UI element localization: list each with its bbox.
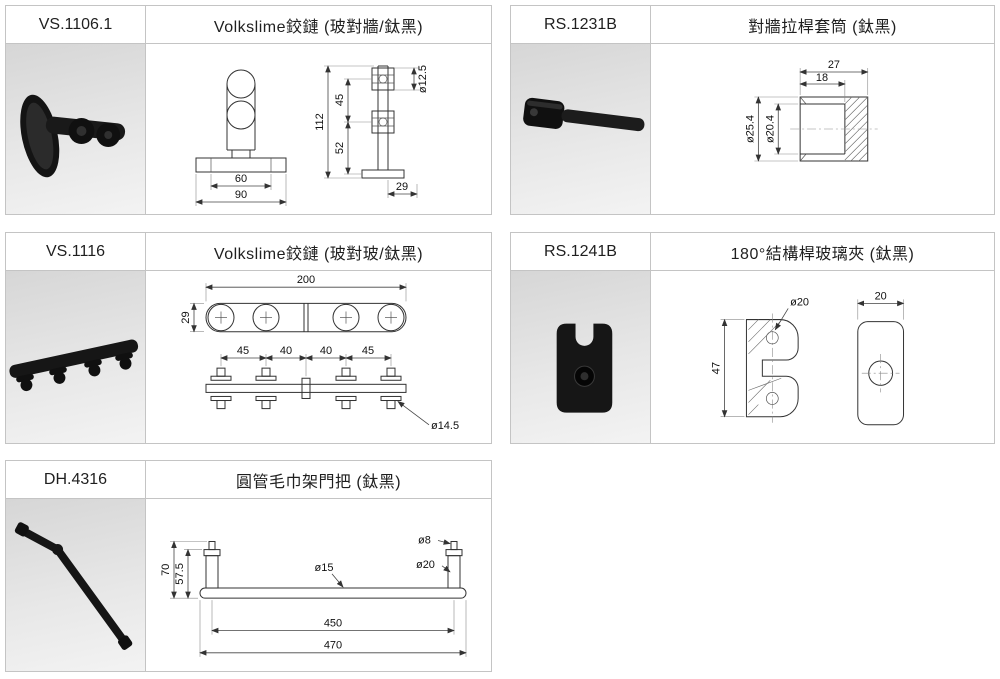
panel-header: VS.1106.1 Volkslime鉸鏈 (玻對牆/鈦黑) [6,6,491,44]
hinge-bar-photo-art [9,339,139,392]
dim-label: 60 [235,173,247,185]
dim-label: 45 [237,345,249,357]
panel-body: 47 ø20 20 [511,271,994,443]
technical-drawing: 47 ø20 20 [651,271,994,443]
side-view: 112 45 52 ø12.5 29 [314,65,429,198]
product-photo [6,499,146,671]
dim-label: 57.5 [174,563,186,585]
dim-label: ø14.5 [431,420,459,432]
side-elevation: 45 40 40 45 ø14.5 [205,345,459,432]
drawing-vs1116: 200 29 [180,274,459,432]
technical-drawing: 70 57.5 ø15 ø8 ø20 450 [146,499,491,671]
dim-label: ø8 [418,534,431,546]
panel-body: 200 29 [6,271,491,443]
dim-label: ø12.5 [417,65,429,93]
product-title: 圓管毛巾架門把 (鈦黑) [235,473,402,491]
product-code: VS.1106.1 [6,6,146,43]
dim-label: 450 [324,617,342,629]
dim-label: 29 [180,311,192,323]
dim-label: 47 [711,362,723,374]
dim-label: ø25.4 [744,115,756,143]
drawing-vs1106: 60 90 [195,65,429,206]
dim-label: ø20 [790,296,809,308]
dim-label: ø20 [416,559,435,571]
drawing-rs1231: 27 18 ø25.4 ø20.4 [744,59,878,162]
product-panel-vs1106: VS.1106.1 Volkslime鉸鏈 (玻對牆/鈦黑) [5,5,492,215]
side-section-view: 47 ø20 [711,296,809,423]
glass-clamp-photo-art [556,323,613,413]
section-view: 27 18 ø25.4 ø20.4 [744,59,878,162]
front-view: 60 90 [195,69,287,206]
product-photo [6,44,146,214]
dim-label: 90 [235,189,247,201]
hinge-wall-photo-art [20,94,126,178]
dim-label: 52 [334,142,346,154]
dim-label: 45 [334,94,346,106]
product-photo [511,271,651,443]
dim-label: 112 [314,113,326,131]
towel-bar-art [14,522,133,650]
product-panel-dh4316: DH.4316 圓管毛巾架門把 (鈦黑) [5,460,492,672]
product-panel-rs1231: RS.1231B 對牆拉桿套筒 (鈦黑) [510,5,995,215]
drawing-rs1241: 47 ø20 20 [711,290,905,426]
dim-label: ø15 [315,562,334,574]
product-panel-rs1241: RS.1241B 180°結構桿玻璃夾 (鈦黑) [510,232,995,444]
panel-header: VS.1116 Volkslime鉸鏈 (玻對玻/鈦黑) [6,233,491,271]
dim-label: 45 [362,345,374,357]
product-code: RS.1241B [511,233,651,270]
clamp-art [556,323,613,413]
front-view: 20 [856,290,905,426]
product-code: RS.1231B [511,6,651,43]
hatching [844,96,868,162]
technical-drawing: 60 90 [146,44,491,214]
clamp-stack [210,367,402,410]
dim-label: 18 [816,72,828,84]
panel-header: RS.1231B 對牆拉桿套筒 (鈦黑) [511,6,994,44]
hatching [748,319,782,415]
product-title: 180°結構桿玻璃夾 (鈦黑) [730,245,915,263]
panel-body: 27 18 ø25.4 ø20.4 [511,44,994,214]
product-photo [511,44,651,214]
technical-drawing: 27 18 ø25.4 ø20.4 [651,44,994,214]
dim-label: 40 [320,345,332,357]
drawing-dh4316: 70 57.5 ø15 ø8 ø20 450 [160,534,467,657]
bar-elevation: 70 57.5 ø15 ø8 ø20 450 [160,534,467,657]
dim-label: 29 [396,181,408,193]
hinge-bar-art [9,339,139,392]
towel-bar-photo-art [14,522,133,650]
dim-label: 40 [280,345,292,357]
dim-label: 70 [160,564,172,576]
panel-header: RS.1241B 180°結構桿玻璃夾 (鈦黑) [511,233,994,271]
panel-header: DH.4316 圓管毛巾架門把 (鈦黑) [6,461,491,499]
panel-body: 70 57.5 ø15 ø8 ø20 450 [6,499,491,671]
product-title: Volkslime鉸鏈 (玻對牆/鈦黑) [213,18,424,36]
sleeve-art [523,97,645,132]
dim-label: 20 [875,290,887,302]
dim-label: 470 [324,640,342,652]
product-code: DH.4316 [6,461,146,498]
product-panel-vs1116: VS.1116 Volkslime鉸鏈 (玻對玻/鈦黑) [5,232,492,444]
top-view: 200 29 [180,274,407,333]
panel-body: 60 90 [6,44,491,214]
clamp-discs [16,352,133,392]
technical-drawing: 200 29 [146,271,491,443]
product-code: VS.1116 [6,233,146,270]
dim-label: 200 [297,274,315,286]
hinge-art [20,94,126,178]
dim-label: ø20.4 [764,115,776,143]
product-title: Volkslime鉸鏈 (玻對玻/鈦黑) [213,245,424,263]
product-title: 對牆拉桿套筒 (鈦黑) [748,18,897,36]
dim-label: 27 [828,59,840,71]
sleeve-photo-art [523,97,645,132]
product-photo [6,271,146,443]
